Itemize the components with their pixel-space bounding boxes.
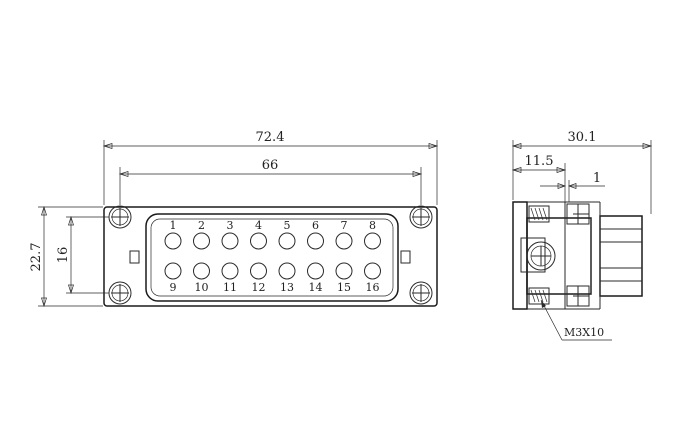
dim-side-depth-label: 30.1 <box>568 130 597 145</box>
corner-screw-bottom-left <box>108 281 132 305</box>
pin-hole <box>164 262 182 280</box>
corner-screw-bottom-right <box>409 281 433 305</box>
side-view: 30.1 11.5 1 M3X10 <box>511 130 653 341</box>
pin-hole <box>307 232 324 250</box>
dim-hole-height-label: 16 <box>56 247 71 264</box>
pin-hole <box>307 262 324 280</box>
pin-number: 14 <box>309 281 323 294</box>
front-insert-inner <box>150 218 394 297</box>
pin-number: 4 <box>255 219 262 232</box>
dim-side-offset: 11.5 <box>511 154 567 202</box>
pin-hole <box>335 262 353 280</box>
pin-hole <box>335 232 353 250</box>
dim-hole-height: 16 <box>56 215 109 295</box>
pin-hole <box>221 232 239 250</box>
pin-number: 5 <box>284 219 291 232</box>
corner-screw-top-left <box>108 205 132 229</box>
dim-side-gap: 1 <box>540 171 605 202</box>
left-latch <box>129 250 140 264</box>
side-contact-block <box>599 215 643 297</box>
side-screw-lower <box>528 285 590 307</box>
dim-side-depth: 30.1 <box>511 130 653 214</box>
pin-hole <box>164 232 182 250</box>
pin-hole <box>364 262 381 280</box>
pin-number: 10 <box>195 281 209 294</box>
pin-number: 2 <box>198 219 205 232</box>
pin-hole <box>193 232 210 250</box>
pin-hole <box>278 232 296 250</box>
pin-number: 9 <box>170 281 177 294</box>
dim-overall-height: 22.7 <box>29 205 103 308</box>
front-flange-outline <box>103 206 438 307</box>
pin-number: 15 <box>337 281 351 294</box>
dim-side-offset-label: 11.5 <box>525 154 554 169</box>
corner-screw-top-right <box>409 205 433 229</box>
pin-number: 3 <box>227 219 234 232</box>
pin-hole <box>278 262 296 280</box>
dim-overall-width: 72.4 <box>102 130 439 205</box>
pin-number: 13 <box>280 281 294 294</box>
pin-number: 1 <box>170 219 177 232</box>
pin-number: 11 <box>223 281 237 294</box>
dim-hole-spacing-label: 66 <box>262 158 279 173</box>
screw-callout: M3X10 <box>540 299 612 341</box>
screw-callout-label: M3X10 <box>564 326 604 339</box>
side-screw-upper <box>528 203 590 225</box>
pin-number: 7 <box>341 219 348 232</box>
pin-hole <box>364 232 381 250</box>
dim-overall-height-label: 22.7 <box>29 243 44 272</box>
pin-hole <box>250 232 267 250</box>
pin-hole <box>250 262 267 280</box>
pin-hole <box>193 262 210 280</box>
pin-hole <box>221 262 239 280</box>
dim-side-gap-label: 1 <box>593 171 601 186</box>
right-latch <box>400 250 411 264</box>
pin-number: 6 <box>312 219 319 232</box>
side-flange <box>512 201 528 310</box>
pin-number: 8 <box>369 219 376 232</box>
dim-overall-width-label: 72.4 <box>256 130 285 145</box>
pin-number: 16 <box>366 281 380 294</box>
pin-number: 12 <box>252 281 266 294</box>
side-center-screw <box>520 237 556 273</box>
front-insert-outline <box>145 213 399 302</box>
dim-hole-spacing: 66 <box>118 158 423 205</box>
